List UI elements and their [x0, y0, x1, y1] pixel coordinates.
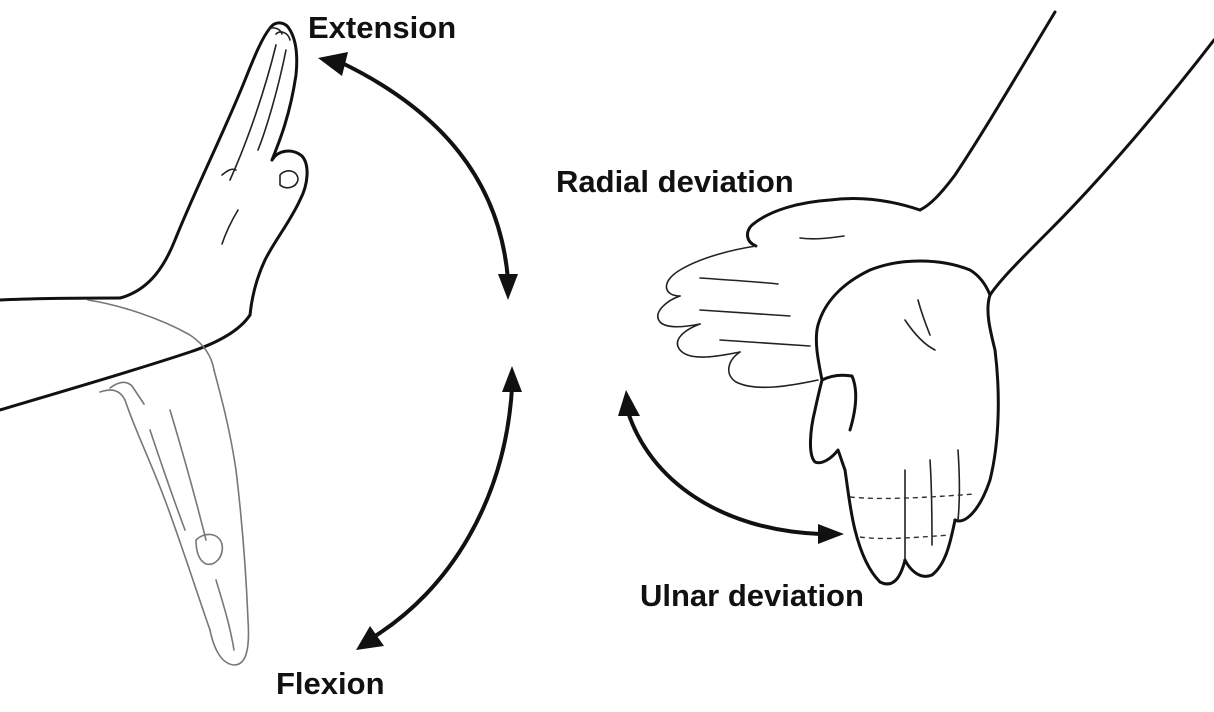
flexion-arrowhead — [356, 626, 384, 650]
deviation-arrow — [618, 390, 844, 544]
extension-to-neutral-arrowhead — [498, 274, 518, 300]
flexion-to-neutral-arrowhead — [502, 366, 522, 392]
flexion-hand-illustration — [87, 299, 250, 666]
flexion-arrow — [356, 366, 522, 650]
flexion-label: Flexion — [276, 666, 385, 701]
ulnar-deviation-label: Ulnar deviation — [640, 578, 864, 613]
extension-arrow — [318, 52, 518, 300]
deviation-hand-illustration — [657, 10, 1214, 586]
extension-hand-illustration — [0, 21, 309, 412]
extension-label: Extension — [308, 10, 457, 45]
extension-arrowhead — [318, 52, 348, 76]
ulnar-arrowhead — [818, 524, 844, 544]
radial-arrowhead — [618, 390, 640, 416]
radial-deviation-label: Radial deviation — [556, 164, 794, 199]
